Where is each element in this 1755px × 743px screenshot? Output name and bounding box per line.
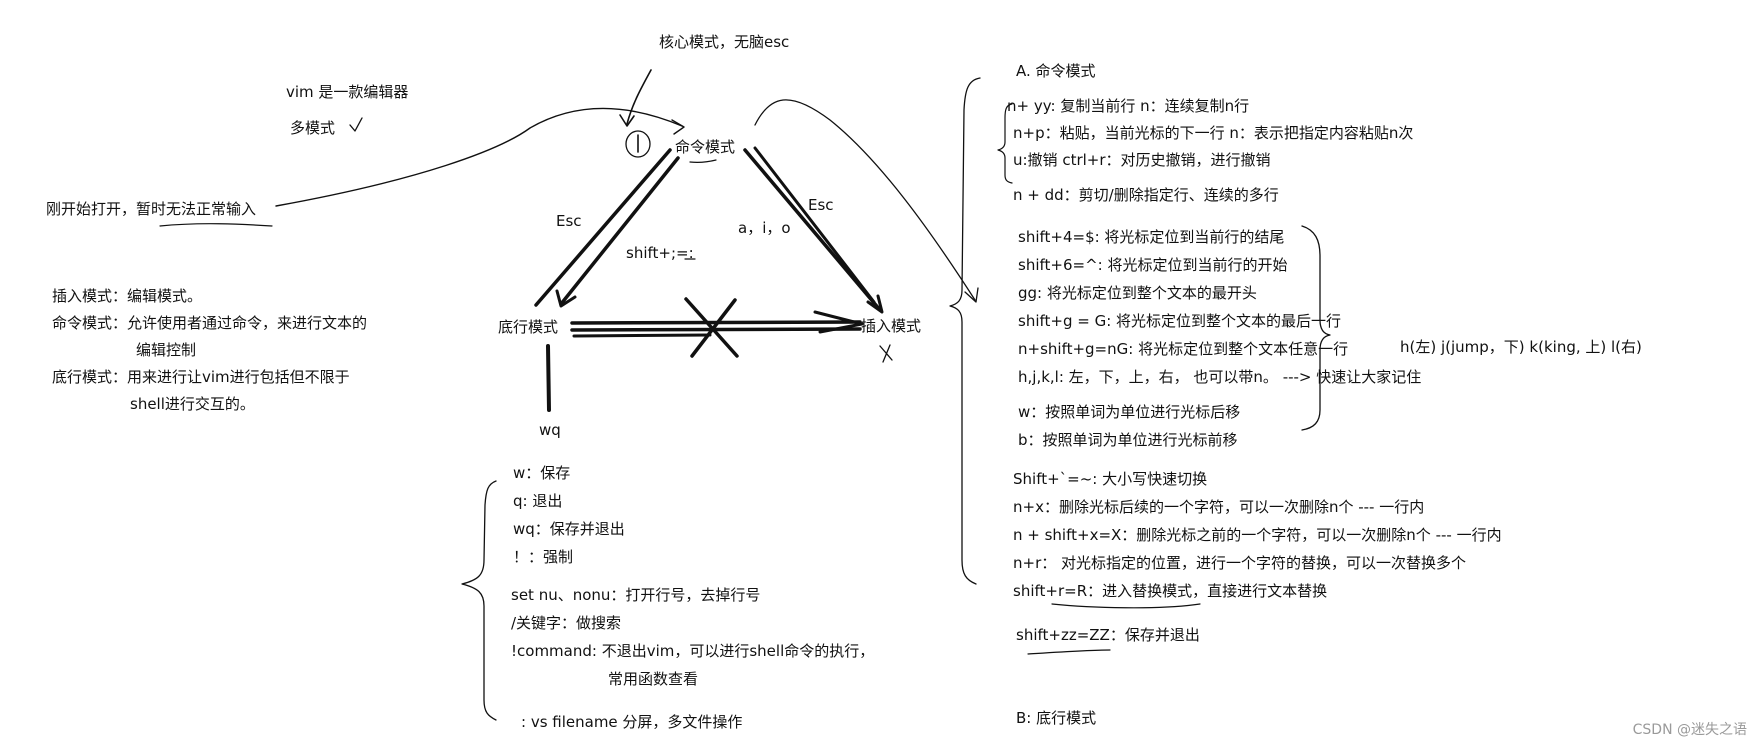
lastline-cmd: set nu、nonu：打开行号，去掉行号 [511, 586, 761, 604]
intro-line-1: vim 是一款编辑器 [286, 83, 409, 101]
check-icon [349, 117, 363, 132]
cmd-note: n+shift+g=nG: 将光标定位到整个文本任意一行 [1018, 340, 1349, 358]
edge-command-lastline-b [559, 156, 680, 306]
section-a-title: A. 命令模式 [1016, 62, 1096, 80]
lastline-cmd: q: 退出 [513, 492, 563, 510]
lastline-cmd: wq：保存并退出 [513, 520, 625, 538]
cmd-note: n+x：删除光标后续的一个字符，可以一次删除n个 --- 一行内 [1013, 498, 1425, 516]
edge-label-esc-right: Esc [808, 196, 834, 214]
mode-desc-lastline: 底行模式：用来进行让vim进行包括但不限于 [52, 368, 350, 386]
lastline-cmd: ！：强制 [513, 548, 574, 566]
cmd-note: u:撤销 ctrl+r：对历史撤销，进行撤销 [1013, 151, 1271, 169]
node-lastline-mode: 底行模式 [498, 318, 559, 336]
cmd-note: h,j,k,l: 左，下，上，右， 也可以带n。 ---> 快速让大家记住 [1018, 368, 1422, 386]
lastline-cmd: 常用函数查看 [608, 670, 699, 688]
edge-command-lastline-a [534, 148, 672, 307]
lastline-cmd: !command: 不退出vim，可以进行shell命令的执行， [511, 642, 875, 660]
open-note-curve [275, 107, 683, 207]
node-insert-mode: 插入模式 [861, 317, 922, 335]
edge-bottom-b [570, 327, 862, 332]
command-to-a-curve [754, 99, 976, 301]
cmd-note: shift+4=$: 将光标定位到当前行的结尾 [1018, 228, 1285, 246]
lastline-cmd: w：保存 [513, 464, 571, 482]
cmd-note: Shift+`=~: 大小写快速切换 [1013, 470, 1208, 488]
cmd-note: shift+r=R：进入替换模式，直接进行文本替换 [1013, 582, 1328, 600]
mode-desc-command: 命令模式：允许使用者通过命令，来进行文本的 [52, 314, 368, 332]
mode-desc-command-cont: 编辑控制 [136, 341, 197, 359]
edge-bottom-c [572, 333, 712, 338]
cmd-note: gg: 将光标定位到整个文本的最开头 [1018, 284, 1257, 302]
cmd-note: shift+6=^: 将光标定位到当前行的开始 [1018, 256, 1288, 274]
intro-line-2: 多模式 [290, 119, 336, 137]
edge-command-insert-b [753, 146, 876, 304]
section-b-title: B: 底行模式 [1016, 709, 1097, 727]
cmd-note: n+p：粘贴，当前光标的下一行 n：表示把指定内容粘贴n次 [1013, 124, 1414, 142]
edge-command-insert-a [743, 148, 882, 312]
cmd-note: n+ yy: 复制当前行 n：连续复制n行 [1007, 97, 1250, 115]
section-a-brace [949, 77, 981, 585]
open-note: 刚开始打开，暂时无法正常输入 [46, 200, 257, 218]
cmd-note: b：按照单词为单位进行光标前移 [1018, 431, 1238, 449]
circle-mark [625, 130, 651, 158]
cmd-note: n + dd：剪切/删除指定行、连续的多行 [1013, 186, 1279, 204]
mode-desc-insert: 插入模式：编辑模式。 [52, 287, 203, 305]
mode-desc-lastline-cont: shell进行交互的。 [130, 395, 255, 413]
top-note-arrow [626, 69, 652, 125]
node-wq: wq [539, 421, 561, 439]
cmd-note: shift+zz=ZZ：保存并退出 [1016, 626, 1200, 644]
edge-label-shift-colon: shift+;=: [626, 244, 694, 262]
watermark: CSDN @迷失之语 [1632, 722, 1747, 738]
lastline-wq-line [546, 344, 551, 412]
cmd-note: shift+g = G: 将光标定位到整个文本的最后一行 [1018, 312, 1342, 330]
lastline-cmd: /关键字：做搜索 [511, 614, 622, 632]
cmd-note: n + shift+x=X：删除光标之前的一个字符，可以一次删除n个 --- 一… [1013, 526, 1502, 544]
edge-label-enter-insert: a，i，o [738, 219, 791, 237]
hjkl-hint: h(左) j(jump，下) k(king, 上) l(右) [1400, 338, 1642, 356]
edge-label-esc-left: Esc [556, 212, 582, 230]
lastline-cmd: : vs filename 分屏，多文件操作 [521, 713, 743, 731]
lastline-brace [461, 480, 497, 721]
movement-brace [1301, 225, 1331, 431]
cross-mark [684, 297, 739, 358]
core-mode-note: 核心模式，无脑esc [659, 33, 790, 51]
node-command-mode: 命令模式 [675, 138, 736, 156]
cmd-note: w：按照单词为单位进行光标后移 [1018, 403, 1241, 421]
cmd-note: n+r： 对光标指定的位置，进行一个字符的替换，可以一次替换多个 [1013, 554, 1467, 572]
